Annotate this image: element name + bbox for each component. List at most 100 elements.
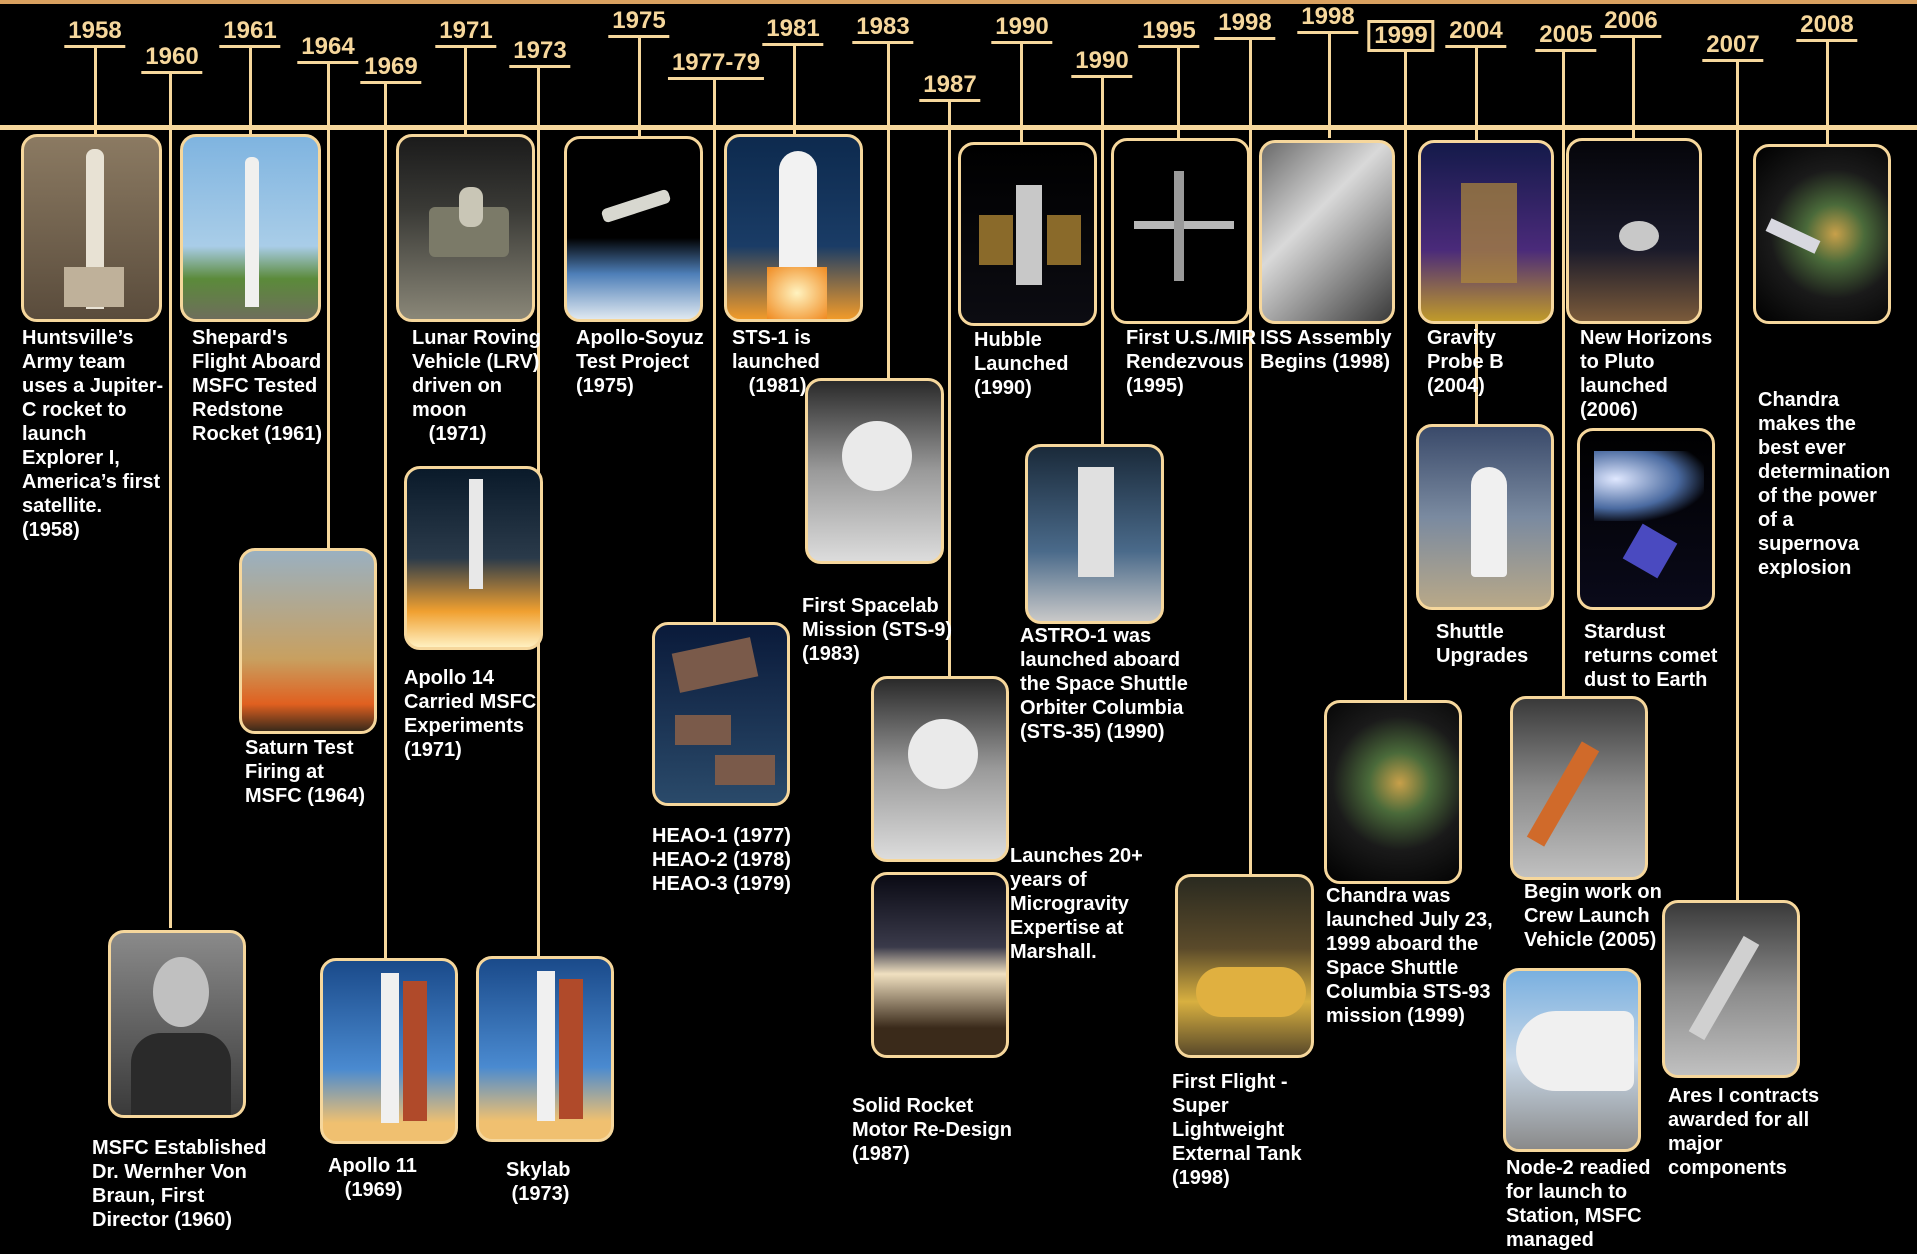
year-label-1981: 1981 [762, 16, 823, 46]
top-border-line [0, 0, 1917, 4]
stem-1958 [94, 46, 97, 138]
chandra-supernova-photo [1753, 144, 1891, 324]
von-braun-portrait [108, 930, 246, 1118]
timeline-axis [0, 125, 1917, 130]
year-label-1990-hubble: 1990 [991, 14, 1052, 44]
caption-1999: Chandra was launched July 23, 1999 aboar… [1326, 884, 1493, 1028]
microgravity-photo [871, 676, 1009, 862]
year-label-1999: 1999 [1367, 20, 1434, 52]
year-label-1971: 1971 [435, 18, 496, 48]
jupiter-c-rocket-photo [21, 134, 162, 322]
caption-1987-microgravity: Launches 20+ years of Microgravity Exper… [1010, 844, 1143, 964]
node2-guppy-photo [1503, 968, 1641, 1152]
caption-1964: Saturn Test Firing at MSFC (1964) [245, 736, 365, 808]
hubble-photo [958, 142, 1097, 326]
caption-1971-apollo14: Apollo 14 Carried MSFC Experiments (1971… [404, 666, 536, 762]
caption-2005-node2: Node-2 readied for launch to Station, MS… [1506, 1156, 1650, 1252]
caption-1998-tank: First Flight - Super Lightweight Externa… [1172, 1070, 1302, 1190]
stem-1998-iss [1328, 32, 1331, 138]
heao-satellites-photo [652, 622, 790, 806]
year-label-1998-iss: 1998 [1297, 4, 1358, 34]
mir-station-photo [1111, 138, 1250, 324]
ares-i-photo [1662, 900, 1800, 1078]
caption-1971-lrv: Lunar Roving Vehicle (LRV) driven on moo… [412, 326, 541, 446]
stem-1960 [169, 72, 172, 928]
year-label-2006: 2006 [1600, 8, 1661, 38]
caption-1995: First U.S./MIR Rendezvous (1995) [1126, 326, 1256, 398]
spacelab-photo [805, 378, 944, 564]
caption-1961: Shepard's Flight Aboard MSFC Tested Reds… [192, 326, 322, 446]
stem-1983 [887, 42, 890, 382]
new-horizons-photo [1566, 138, 1702, 324]
year-label-1958: 1958 [64, 18, 125, 48]
stardust-comet-photo [1577, 428, 1715, 610]
year-label-1969: 1969 [360, 54, 421, 84]
stem-1961 [249, 46, 252, 138]
year-label-2007: 2007 [1702, 32, 1763, 62]
year-label-1973: 1973 [509, 38, 570, 68]
stem-1969 [384, 82, 387, 958]
shuttle-upgrades-photo [1416, 424, 1554, 610]
stem-1987 [948, 100, 951, 680]
stem-2007 [1736, 60, 1739, 924]
year-label-1983: 1983 [852, 14, 913, 44]
caption-2006-new-horizons: New Horizons to Pluto launched (2006) [1580, 326, 1712, 422]
stem-1964 [327, 62, 330, 550]
chandra-photo [1324, 700, 1462, 884]
saturn-test-firing-photo [239, 548, 377, 734]
year-label-2004: 2004 [1445, 18, 1506, 48]
caption-1998-iss: ISS Assembly Begins (1998) [1260, 326, 1392, 374]
stem-1977-79 [713, 78, 716, 624]
caption-1975: Apollo-Soyuz Test Project (1975) [576, 326, 704, 398]
year-label-1960: 1960 [141, 44, 202, 74]
caption-2004-shuttle: Shuttle Upgrades [1436, 620, 1528, 668]
year-label-2005: 2005 [1535, 22, 1596, 52]
stem-1990-hubble [1020, 42, 1023, 144]
year-label-1975: 1975 [608, 8, 669, 38]
stem-1981 [793, 44, 796, 138]
year-label-1990-astro: 1990 [1071, 48, 1132, 78]
apollo-soyuz-photo [564, 136, 703, 322]
caption-1958: Huntsville’s Army team uses a Jupiter- C… [22, 326, 163, 542]
year-label-1998-tank: 1998 [1214, 10, 1275, 40]
skylab-rocket-photo [476, 956, 614, 1142]
caption-1981: STS-1 is launched (1981) [732, 326, 820, 398]
caption-2007: Ares I contracts awarded for all major c… [1668, 1084, 1819, 1180]
caption-1960: MSFC Established Dr. Wernher Von Braun, … [92, 1136, 266, 1232]
year-label-2008: 2008 [1796, 12, 1857, 42]
stem-2006 [1632, 36, 1635, 138]
stem-1990-astro [1101, 76, 1104, 448]
iss-assembly-photo [1259, 140, 1395, 324]
caption-2006-stardust: Stardust returns comet dust to Earth [1584, 620, 1717, 692]
year-label-1987: 1987 [919, 72, 980, 102]
redstone-rocket-photo [180, 134, 321, 322]
crew-launch-vehicle-photo [1510, 696, 1648, 880]
caption-1977-79: HEAO-1 (1977) HEAO-2 (1978) HEAO-3 (1979… [652, 824, 791, 896]
apollo14-launch-photo [404, 466, 543, 650]
external-tank-photo [1175, 874, 1314, 1058]
stem-1971 [464, 46, 467, 138]
year-label-1961: 1961 [219, 18, 280, 48]
astro1-photo [1025, 444, 1164, 624]
caption-1969: Apollo 11 (1969) [328, 1154, 417, 1202]
stem-2008 [1826, 40, 1829, 144]
caption-1990-hubble: Hubble Launched (1990) [974, 328, 1068, 400]
year-label-1977-79: 1977-79 [668, 50, 764, 80]
apollo11-rocket-photo [320, 958, 458, 1144]
caption-1987-srm: Solid Rocket Motor Re-Design (1987) [852, 1094, 1012, 1166]
caption-2005-crew-launch: Begin work on Crew Launch Vehicle (2005) [1524, 880, 1662, 952]
caption-1983: First Spacelab Mission (STS-9) (1983) [802, 594, 952, 666]
caption-2004-gravity: Gravity Probe B (2004) [1427, 326, 1504, 398]
stem-2005 [1562, 50, 1565, 722]
year-label-1995: 1995 [1138, 18, 1199, 48]
sts1-launch-photo [724, 134, 863, 322]
gravity-probe-photo [1418, 140, 1554, 324]
caption-2008: Chandra makes the best ever determinatio… [1758, 388, 1890, 580]
stem-1975 [638, 36, 641, 138]
caption-1973: Skylab (1973) [506, 1158, 570, 1206]
stem-1995 [1177, 46, 1180, 142]
solid-rocket-motor-photo [871, 872, 1009, 1058]
stem-1999 [1404, 50, 1407, 708]
year-label-1964: 1964 [297, 34, 358, 64]
lunar-rover-photo [396, 134, 535, 322]
